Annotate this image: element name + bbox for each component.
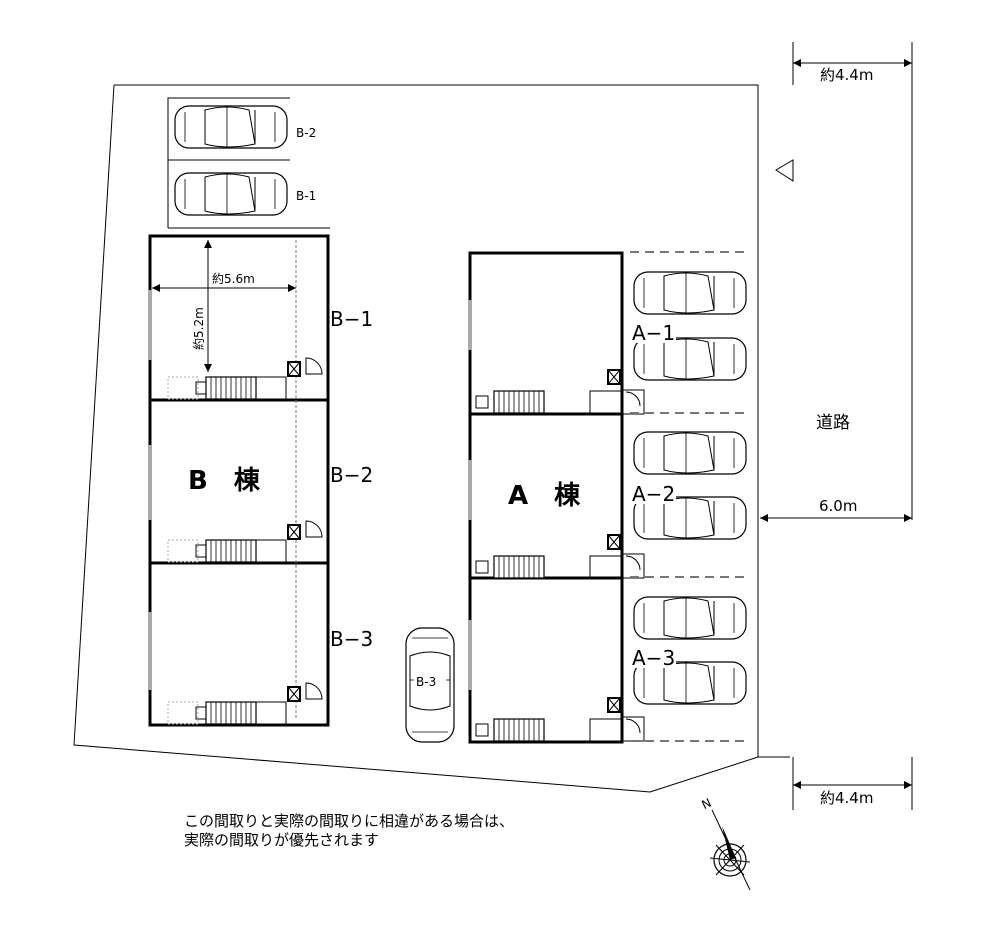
- building-a-name: A 棟: [508, 481, 581, 511]
- disclaimer-line-2: 実際の間取りが優先されます: [184, 831, 380, 849]
- site-boundary: [73, 84, 759, 793]
- unit-b1-label: B−1: [330, 307, 373, 331]
- building-a: A 棟: [468, 251, 645, 744]
- parking-b2-label: B-2: [296, 126, 316, 140]
- unit-a3-label: A−3: [632, 646, 675, 670]
- room-depth-label: 約5.2m: [191, 307, 206, 350]
- north-compass-icon: [709, 809, 751, 891]
- room-width-label: 約5.6m: [212, 271, 255, 286]
- top-setback-label: 約4.4m: [820, 66, 873, 84]
- unit-b2-label: B−2: [330, 463, 373, 487]
- unit-b3-label: B−3: [330, 627, 373, 651]
- road-label: 道路: [816, 413, 850, 433]
- north-label: N: [699, 796, 713, 812]
- parking-b3: B-3: [405, 627, 455, 743]
- bottom-setback-label: 約4.4m: [820, 789, 873, 807]
- building-b: 約5.6m 約5.2m B 棟: [148, 234, 330, 727]
- parking-b1-label: B-1: [296, 189, 316, 203]
- unit-a1-label: A−1: [632, 321, 675, 345]
- disclaimer-line-1: この間取りと実際の間取りに相違がある場合は、: [184, 812, 515, 830]
- road-arrow-icon: [775, 159, 794, 182]
- parking-a: [629, 251, 751, 742]
- unit-a2-label: A−2: [632, 482, 675, 506]
- disclaimer-note: この間取りと実際の間取りに相違がある場合は、 実際の間取りが優先されます: [184, 812, 514, 850]
- road-width-label: 6.0m: [819, 497, 857, 515]
- parking-b3-label: B-3: [416, 675, 436, 689]
- parking-b-top: B-2 B-1: [167, 97, 330, 229]
- building-b-name: B 棟: [188, 466, 261, 496]
